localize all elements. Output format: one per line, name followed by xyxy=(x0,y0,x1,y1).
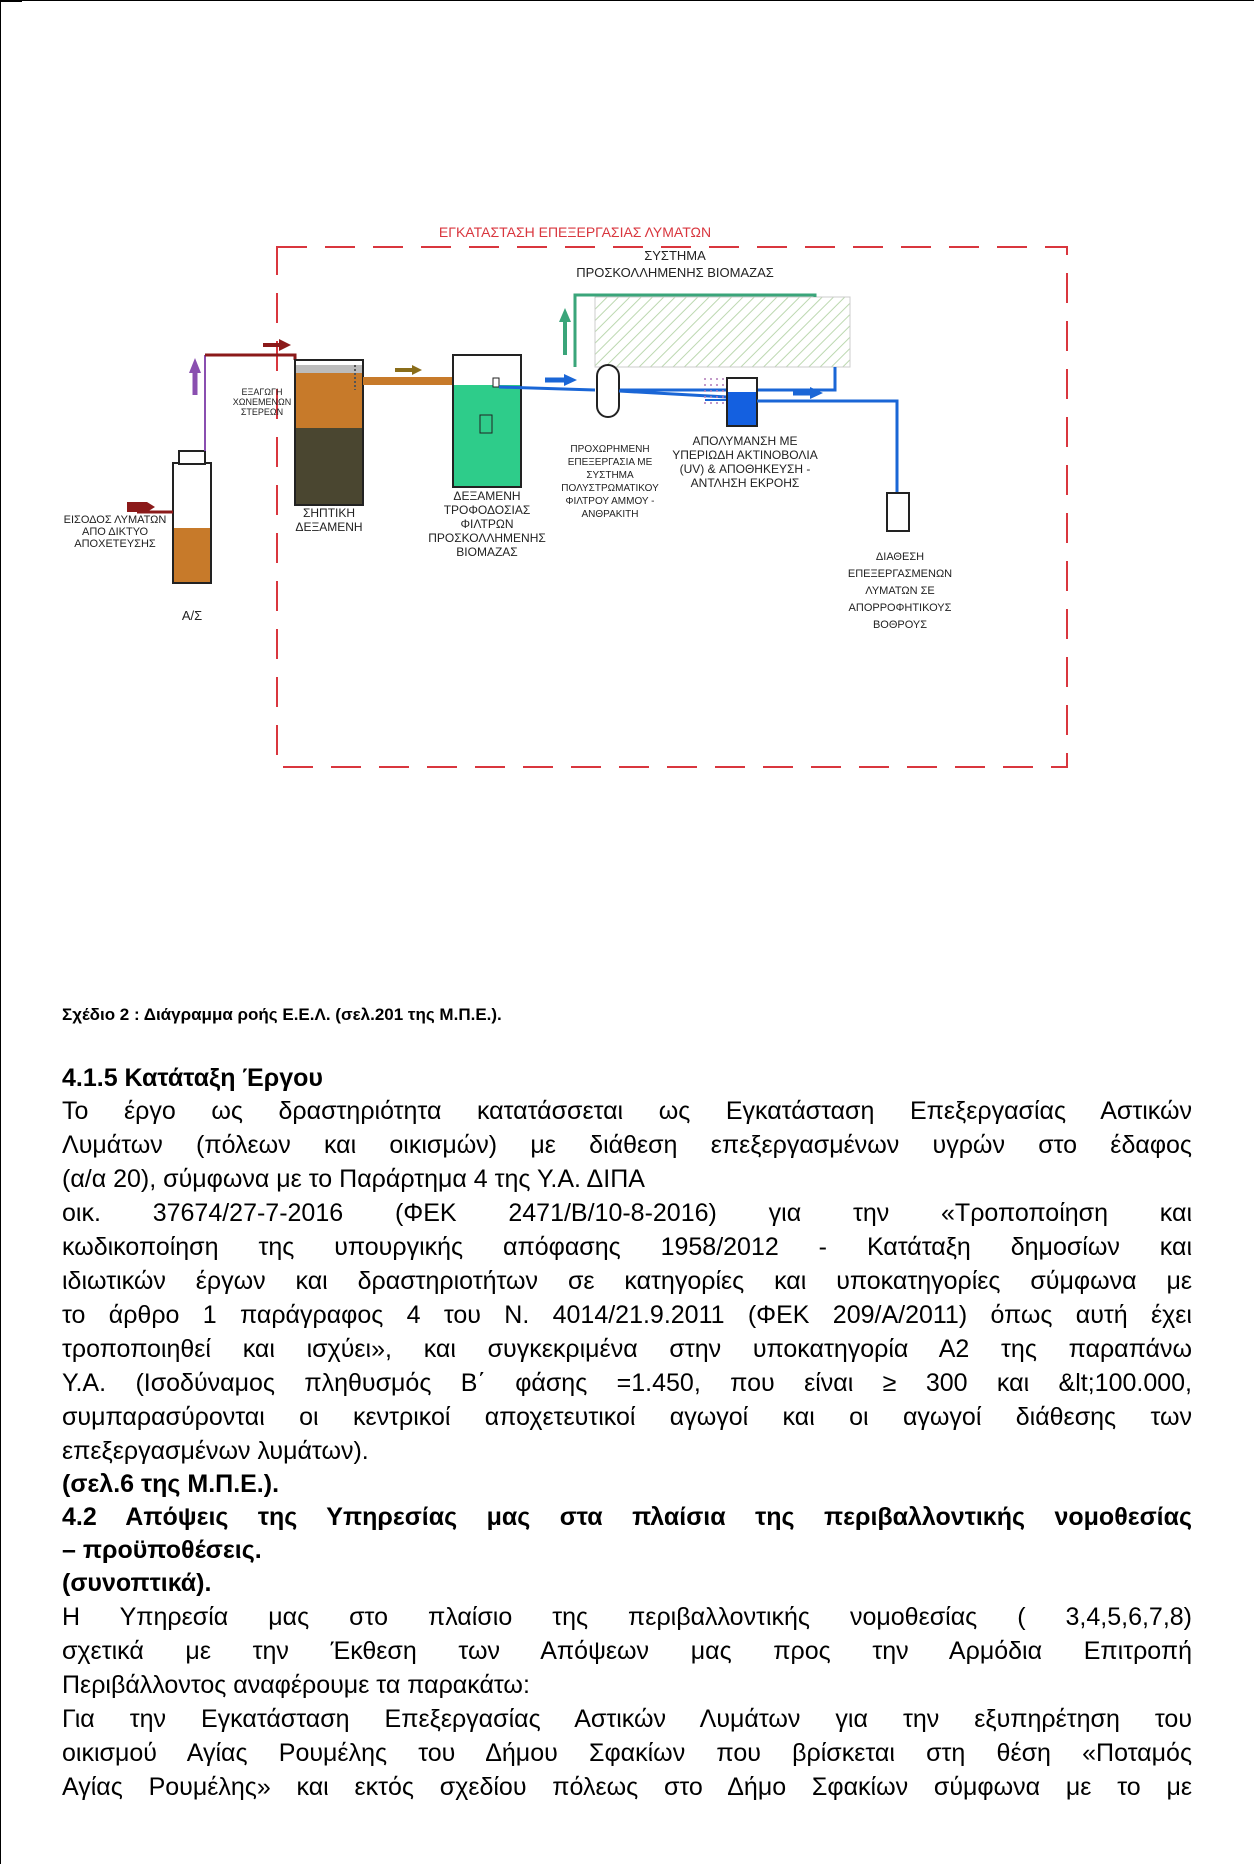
uv-label-3: (UV) & ΑΠΟΘΗΚΕΥΣΗ - xyxy=(680,462,811,476)
sewage-arrow-head xyxy=(279,339,291,351)
para-line: Αγίας Ρουμέλης» και εκτός σχεδίου πόλεως… xyxy=(62,1773,1192,1801)
disposal-label-3: ΛΥΜΑΤΩΝ ΣΕ xyxy=(865,585,934,597)
septic-label-2: ΔΕΞΑΜΕΝΗ xyxy=(295,520,362,534)
filter-label-6: ΑΝΘΡΑΚΙΤΗ xyxy=(581,509,638,520)
pump-station-top xyxy=(178,450,206,465)
para-line: (α/α 20), σύμφωνα με το Παράρτημα 4 της … xyxy=(62,1165,645,1193)
feed-tank-label-4: ΠΡΟΣΚΟΛΛΗΜΕΝΗΣ xyxy=(428,531,546,545)
disposal-arrow-head xyxy=(810,387,823,399)
sludge-label-2: ΧΩΝΕΜΕΝΩΝ xyxy=(233,397,291,407)
inlet-label-2: ΑΠΟ ΔΙΚΤΥΟ xyxy=(82,526,148,538)
uv-label-1: ΑΠΟΛΥΜΑΝΣΗ ΜΕ xyxy=(693,434,798,448)
corner-mark xyxy=(0,0,22,2)
feed-tank-outlet xyxy=(492,377,500,388)
para-line: τροποποιηθεί και ισχύει», και συγκεκριμέ… xyxy=(62,1335,1192,1363)
filter-label-5: ΦΙΛΤΡΟΥ ΑΜΜΟΥ - xyxy=(565,496,654,507)
para-line: κωδικοποίηση της υπουργικής απόφασης 195… xyxy=(62,1233,1192,1261)
sewage-pipe xyxy=(205,353,297,360)
disposal-label-4: ΑΠΟΡΡΟΦΗΤΙΚΟΥΣ xyxy=(849,602,952,614)
uv-label-2: ΥΠΕΡΙΩΔΗ ΑΚΤΙΝΟΒΟΛΙΑ xyxy=(672,448,817,462)
filter-label-4: ΠΟΛΥΣΤΡΩΜΑΤΙΚΟΥ xyxy=(561,483,659,494)
transfer-pipe xyxy=(363,377,453,385)
septic-bottom-layer xyxy=(296,428,362,504)
filter-label-3: ΣΥΣΤΗΜΑ xyxy=(586,470,634,481)
feed-tank-label-2: ΤΡΟΦΟΔΟΣΙΑΣ xyxy=(444,503,531,517)
green-return-pipe xyxy=(573,293,817,367)
biomass-filter xyxy=(594,296,851,368)
uv-label-4: ΑΝΤΛΗΣΗ ΕΚΡΟΗΣ xyxy=(691,476,800,490)
sand-filter xyxy=(596,364,620,418)
feed-tank-label-3: ΦΙΛΤΡΩΝ xyxy=(460,517,513,531)
septic-top-layer xyxy=(296,365,362,373)
feed-tank-pump xyxy=(479,414,493,434)
disposal-label-2: ΕΠΕΞΕΡΓΑΣΜΕΝΩΝ xyxy=(848,568,952,580)
inlet-label-1: ΕΙΣΟΔΟΣ ΛΥΜΑΤΩΝ xyxy=(64,514,167,526)
figure-caption: Σχέδιο 2 : Διάγραμμα ροής Ε.Ε.Λ. (σελ.20… xyxy=(62,1005,502,1024)
sludge-label-1: ΕΞΑΓΩΓΗ xyxy=(242,387,283,397)
para-line: Η Υπηρεσία μας στο πλαίσιο της περιβαλλο… xyxy=(62,1603,1192,1631)
disposal-label-1: ΔΙΑΘΕΣΗ xyxy=(876,551,924,563)
lift-arrow-head xyxy=(189,358,201,373)
green-up-arrow-head xyxy=(559,308,571,322)
para-line: Το έργο ως δραστηριότητα κατατάσσεται ως… xyxy=(62,1097,1192,1125)
section-4-1-5: 4.1.5 Κατάταξη Έργου Το έργο ως δραστηρι… xyxy=(62,1062,1192,1804)
plant-title: ΕΓΚΑΤΑΣΤΑΣΗ ΕΠΕΞΕΡΓΑΣΙΑΣ ΛΥΜΑΤΩΝ xyxy=(439,224,711,240)
uv-dots-box xyxy=(703,375,727,407)
pump-station-liquid xyxy=(174,528,210,582)
filter-arrow-head xyxy=(564,374,577,386)
section-4-1-5-heading: 4.1.5 Κατάταξη Έργου xyxy=(62,1064,323,1092)
flow-diagram: ΕΓΚΑΤΑΣΤΑΣΗ ΕΠΕΞΕΡΓΑΣΙΑΣ ΛΥΜΑΤΩΝ ΣΥΣΤΗΜΑ… xyxy=(64,224,1068,768)
plant-boundary xyxy=(276,246,1068,768)
biomass-label-1: ΣΥΣΤΗΜΑ xyxy=(644,248,706,263)
section-4-1-5-ref: (σελ.6 της Μ.Π.Ε.). xyxy=(62,1470,280,1498)
para-line: οικ. 37674/27-7-2016 (ΦΕΚ 2471/Β/10-8-20… xyxy=(62,1199,1192,1227)
para-line: Περιβάλλοντος αναφέρουμε τα παρακάτω: xyxy=(62,1671,530,1699)
inlet-arrow xyxy=(127,502,155,512)
feed-to-filter-pipe xyxy=(498,385,596,392)
sludge-label-3: ΣΤΕΡΕΩΝ xyxy=(241,407,283,417)
para-line: Για την Εγκατάσταση Επεξεργασίας Αστικών… xyxy=(62,1705,1192,1733)
para-line: Λυμάτων (πόλεων και οικισμών) με διάθεση… xyxy=(62,1131,1192,1159)
para-line: Υ.Α. (Ισοδύναμος πληθυσμός Β΄ φάσης =1.4… xyxy=(62,1369,1192,1397)
filter-label-1: ΠΡΟΧΩΡΗΜΕΝΗ xyxy=(570,444,649,455)
para-line: σχετικά με την Έκθεση των Απόψεων μας πρ… xyxy=(62,1637,1192,1665)
disposal-box xyxy=(886,492,910,532)
para-line: ιδιωτικών έργων και δραστηριοτήτων σε κα… xyxy=(62,1267,1192,1295)
pump-station-label: Α/Σ xyxy=(182,608,202,623)
section-4-2-heading-1: 4.2 Απόψεις της Υπηρεσίας μας στα πλαίσι… xyxy=(62,1503,1192,1531)
inlet-label-3: ΑΠΟΧΕΤΕΥΣΗΣ xyxy=(74,538,156,550)
feed-tank-label-1: ΔΕΞΑΜΕΝΗ xyxy=(453,489,520,503)
filter-label-2: ΕΠΕΞΕΡΓΑΣΙΑ ΜΕ xyxy=(568,457,653,468)
section-4-2-heading-2: – προϋποθέσεις. xyxy=(62,1536,262,1564)
section-4-2-summary: (συνοπτικά). xyxy=(62,1569,212,1597)
disposal-label-5: ΒΟΘΡΟΥΣ xyxy=(873,619,927,631)
transfer-arrow-head xyxy=(412,365,422,375)
para-line: συμπαρασύρονται οι κεντρικοί αποχετευτικ… xyxy=(62,1403,1192,1431)
feed-tank-label-5: ΒΙΟΜΑΖΑΣ xyxy=(456,545,517,559)
para-line: οικισμού Αγίας Ρουμέλης του Δήμου Σφακίω… xyxy=(62,1739,1192,1767)
uv-tank-liquid xyxy=(728,392,756,425)
para-line: το άρθρο 1 παράγραφος 4 του Ν. 4014/21.9… xyxy=(62,1301,1192,1329)
feed-tank-liquid xyxy=(454,385,520,486)
para-line: επεξεργασμένων λυμάτων). xyxy=(62,1437,369,1465)
biomass-label-2: ΠΡΟΣΚΟΛΛΗΜΕΝΗΣ ΒΙΟΜΑΖΑΣ xyxy=(576,265,774,280)
septic-label-1: ΣΗΠΤΙΚΗ xyxy=(303,506,355,520)
septic-mid-layer xyxy=(296,373,362,428)
uv-to-disposal-pipe xyxy=(757,399,899,493)
